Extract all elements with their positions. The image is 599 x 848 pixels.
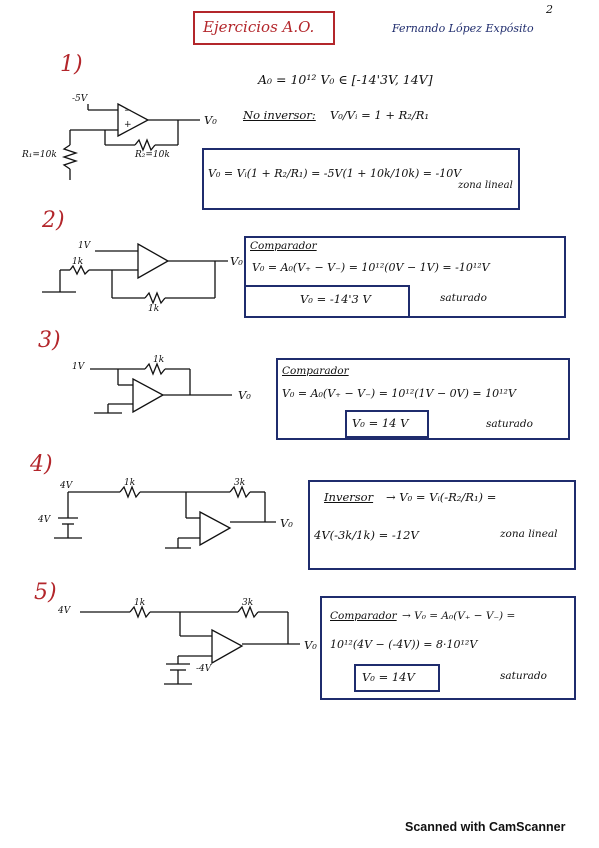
- exercise-1-result: V₀ = Vᵢ(1 + R₂/R₁) = -5V(1 + 10k/10k) = …: [208, 167, 462, 180]
- exercise-2-rin: 1k: [72, 257, 84, 267]
- exercise-3-rfb: 1k: [153, 355, 165, 365]
- page-number: 2: [546, 3, 553, 16]
- exercise-5-battery: -4V: [196, 664, 212, 674]
- exercise-1-vout: V₀: [204, 113, 217, 127]
- exercise-4-equation-1: → V₀ = Vᵢ(-R₂/R₁) =: [386, 490, 497, 504]
- exercise-4-rfb: 3k: [234, 478, 246, 488]
- exercise-2-note: saturado: [440, 292, 487, 304]
- exercise-2-equation: V₀ = A₀(V₊ − V₋) = 10¹²(0V − 1V) = -10¹²…: [252, 261, 490, 274]
- exercise-3-result-box: [276, 358, 570, 440]
- exercise-1-result-box: [202, 148, 520, 210]
- exercise-1-r1: R₁=10k: [22, 150, 57, 160]
- exercise-5-result-box: [320, 596, 576, 700]
- exercise-5-answer-box: [354, 664, 440, 692]
- exercise-1-note: zona lineal: [458, 180, 513, 191]
- exercise-4-vin: 4V: [60, 481, 73, 491]
- exercise-2-result: V₀ = -14'3 V: [300, 292, 371, 306]
- exercise-5-vout: V₀: [304, 638, 317, 652]
- exercise-5-rfb: 3k: [242, 598, 254, 608]
- exercise-2-answer-box: [244, 285, 410, 318]
- exercise-5-note: saturado: [500, 670, 547, 682]
- page-title: Ejercicios A.O.: [203, 18, 315, 36]
- exercise-1-r2: R₂=10k: [135, 150, 170, 160]
- exercise-3-vin: 1V: [72, 362, 85, 372]
- exercise-5-equation-1: → V₀ = A₀(V₊ − V₋) =: [402, 610, 516, 622]
- exercise-5-equation-2: 10¹²(4V − (-4V)) = 8·10¹²V: [330, 638, 478, 651]
- exercise-3-vout: V₀: [238, 388, 251, 402]
- exercise-2-vout: V₀: [230, 254, 243, 268]
- exercise-3-result: V₀ = 14 V: [352, 416, 409, 430]
- exercise-4-number: 4): [30, 452, 53, 477]
- camscanner-watermark: Scanned with CamScanner: [405, 820, 566, 834]
- exercise-4-method: Inversor: [324, 490, 374, 504]
- exercise-1-formula: V₀/Vᵢ = 1 + R₂/R₁: [330, 108, 430, 122]
- exercise-1-given: A₀ = 10¹² V₀ ∈ [-14'3V, 14V]: [258, 72, 433, 87]
- exercise-2-number: 2): [42, 208, 65, 233]
- exercise-5-number: 5): [34, 580, 57, 605]
- exercise-4-vout: V₀: [280, 516, 293, 530]
- exercise-5-result: V₀ = 14V: [362, 670, 415, 684]
- exercise-5-rin: 1k: [134, 598, 146, 608]
- exercise-3-equation: V₀ = A₀(V₊ − V₋) = 10¹²(1V − 0V) = 10¹²V: [282, 387, 516, 400]
- exercise-2-method: Comparador: [250, 240, 317, 252]
- exercise-4-result-box: [308, 480, 576, 570]
- exercise-1-number: 1): [60, 52, 83, 77]
- exercise-4-equation-2: 4V(-3k/1k) = -12V: [314, 528, 419, 542]
- exercise-4-note: zona lineal: [500, 528, 558, 540]
- exercise-5-vin: 4V: [58, 606, 71, 616]
- exercise-2-rfb: 1k: [148, 304, 160, 314]
- exercise-3-answer-box: [345, 410, 429, 438]
- exercise-3-method: Comparador: [282, 365, 349, 377]
- exercise-3-number: 3): [38, 328, 61, 353]
- exercise-1-vin: -5V: [72, 94, 88, 104]
- exercise-4-battery: 4V: [38, 515, 51, 525]
- exercise-5-method: Comparador: [330, 610, 397, 622]
- author-name: Fernando López Expósito: [392, 22, 534, 35]
- exercise-1-method: No inversor:: [243, 108, 316, 122]
- exercise-2-vin: 1V: [78, 241, 91, 251]
- exercise-3-note: saturado: [486, 418, 533, 430]
- title-box: [193, 11, 335, 45]
- exercise-4-rin: 1k: [124, 478, 136, 488]
